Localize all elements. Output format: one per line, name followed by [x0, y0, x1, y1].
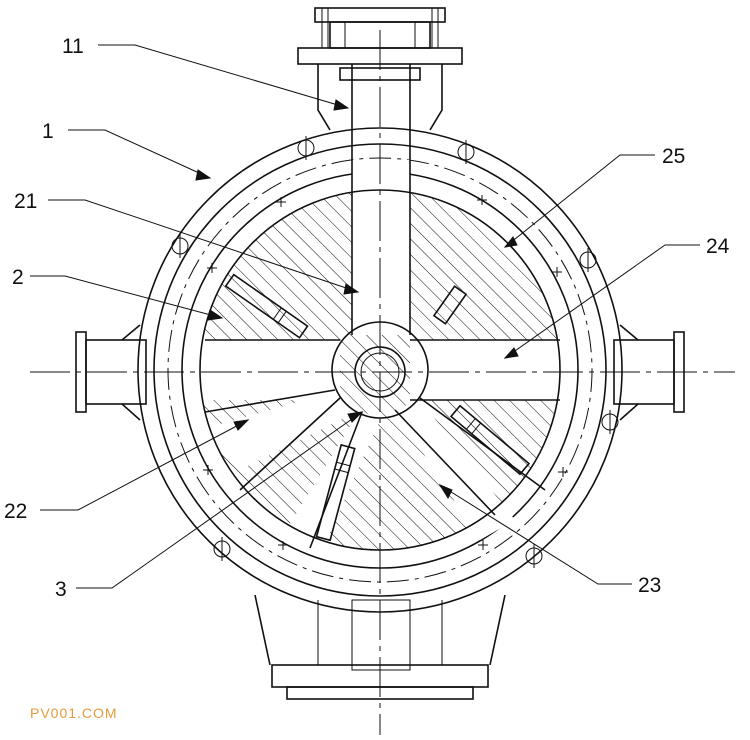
label-1: 1 [42, 120, 54, 143]
label-23: 23 [638, 574, 661, 597]
label-3: 3 [55, 578, 67, 601]
leader-lines [30, 44, 700, 589]
bolt-hole-icon [297, 136, 315, 160]
label-25: 25 [662, 145, 685, 168]
label-22: 22 [4, 500, 27, 523]
bolt-hole-icon [579, 248, 597, 272]
bolt-hole-icon [525, 544, 543, 568]
label-11: 11 [62, 35, 84, 58]
center-lines [30, 30, 735, 735]
bolt-hole-icon [457, 140, 475, 164]
bolt-hole-icon [601, 410, 619, 434]
bolt-holes [171, 136, 619, 568]
tick-marks [203, 195, 568, 550]
label-21: 21 [14, 190, 37, 213]
watermark: PV001.COM [30, 705, 118, 721]
rotor [190, 64, 575, 671]
label-24: 24 [706, 235, 730, 258]
bolt-hole-icon [213, 537, 231, 561]
pins [224, 273, 531, 542]
bolt-hole-icon [171, 234, 189, 258]
label-2: 2 [12, 266, 24, 289]
